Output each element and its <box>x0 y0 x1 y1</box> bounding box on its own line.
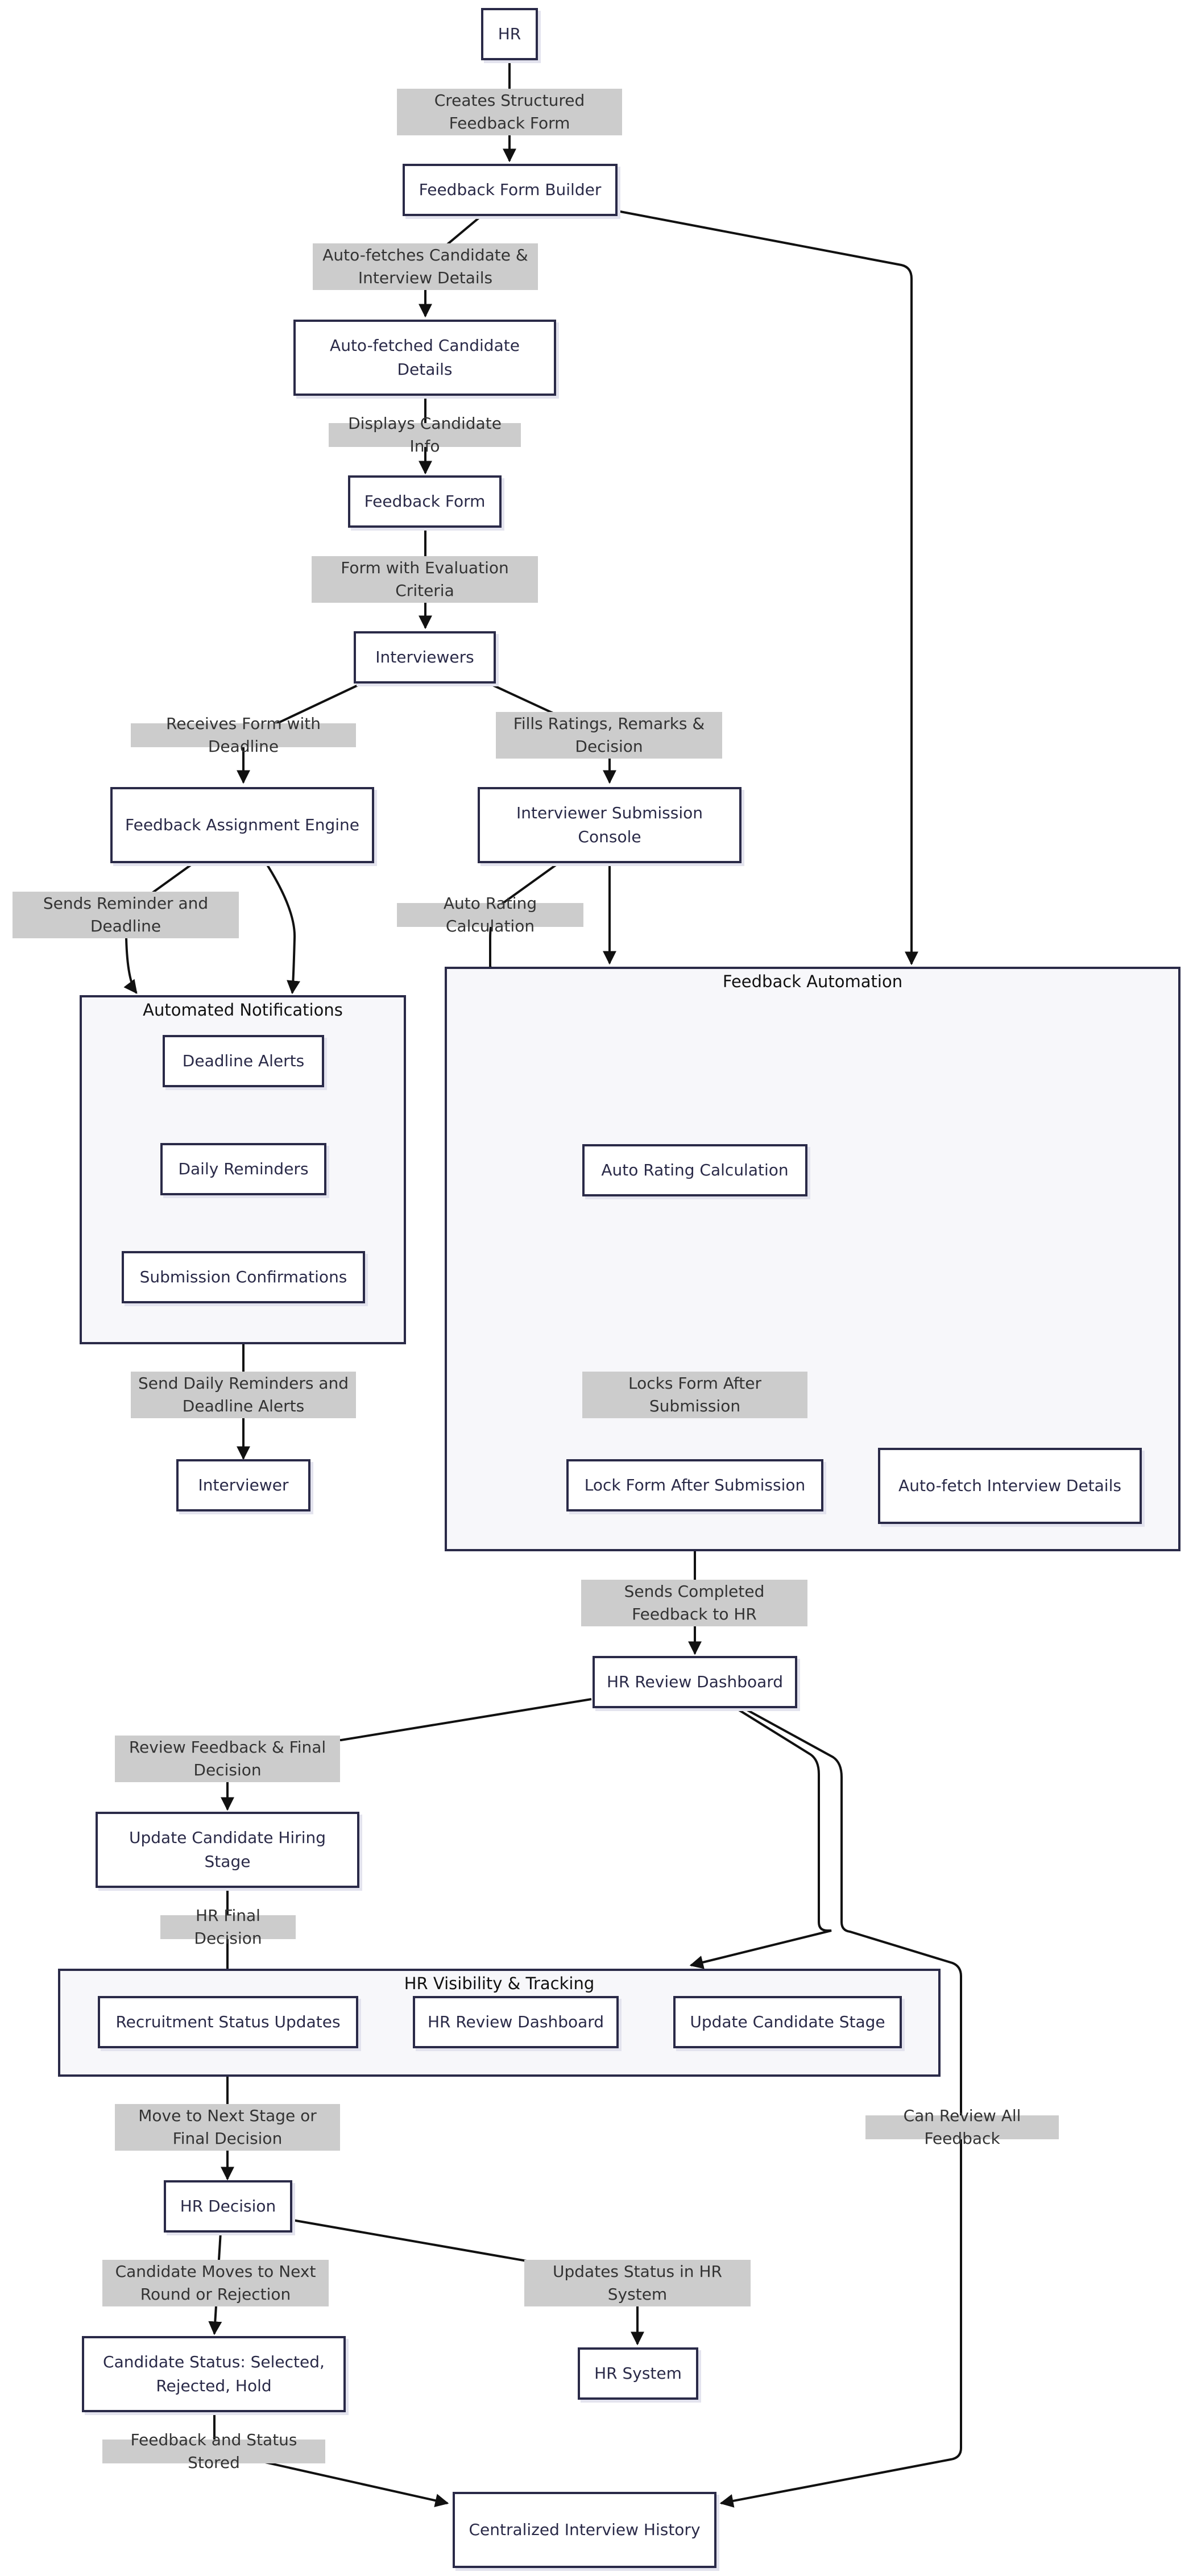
edge-assignment-engine-to-notifications-direct <box>265 862 300 995</box>
label-move-to-next-stage: Move to Next Stage or Final Decision <box>115 2104 340 2151</box>
feedback-form-builder-node[interactable]: Feedback Form Builder <box>403 164 618 216</box>
hr-system-node[interactable]: HR System <box>578 2347 698 2400</box>
hr-review-dashboard-node[interactable]: HR Review Dashboard <box>593 1656 797 1708</box>
edge-hr-review-to-visibility <box>689 1708 832 1969</box>
label-sends-reminder-and-deadline: Sends Reminder and Deadline <box>13 892 239 938</box>
update-candidate-stage-node[interactable]: Update Candidate Stage <box>673 1996 902 2048</box>
interviewer-submission-console-node[interactable]: Interviewer Submission Console <box>478 787 742 863</box>
label-send-daily-reminders: Send Daily Reminders and Deadline Alerts <box>131 1372 356 1418</box>
auto-rating-calculation-node[interactable]: Auto Rating Calculation <box>582 1144 807 1196</box>
update-candidate-hiring-stage-node[interactable]: Update Candidate Hiring Stage <box>96 1812 359 1888</box>
label-hr-final-decision: HR Final Decision <box>160 1906 296 1948</box>
edge-form-builder-to-automation <box>614 209 918 966</box>
label-creates-structured-feedback-form: Creates Structured Feedback Form <box>397 89 622 135</box>
automated-notifications-title: Automated Notifications <box>143 1000 343 1020</box>
hr-visibility-tracking-title: HR Visibility & Tracking <box>404 1974 595 1993</box>
candidate-status-node[interactable]: Candidate Status: Selected, Rejected, Ho… <box>82 2336 346 2412</box>
hr-decision-node[interactable]: HR Decision <box>164 2180 292 2233</box>
daily-reminders-node[interactable]: Daily Reminders <box>160 1143 326 1195</box>
auto-fetch-interview-details-node[interactable]: Auto-fetch Interview Details <box>878 1448 1142 1524</box>
label-review-feedback-final-decision: Review Feedback & Final Decision <box>115 1736 340 1782</box>
feedback-automation-title: Feedback Automation <box>722 972 903 991</box>
label-displays-candidate-info: Displays Candidate Info <box>329 414 521 455</box>
hr-node[interactable]: HR <box>481 8 538 60</box>
label-locks-form-after-submission: Locks Form After Submission <box>582 1372 807 1418</box>
label-fills-ratings: Fills Ratings, Remarks & Decision <box>496 712 722 759</box>
centralized-interview-history-node[interactable]: Centralized Interview History <box>453 2492 716 2568</box>
label-auto-rating-calculation: Auto Rating Calculation <box>397 894 583 935</box>
label-receives-form-with-deadline: Receives Form with Deadline <box>131 714 356 756</box>
label-auto-fetches-details: Auto-fetches Candidate & Interview Detai… <box>313 243 538 290</box>
label-feedback-and-status-stored: Feedback and Status Stored <box>102 2430 325 2472</box>
label-updates-status-in-hr-system: Updates Status in HR System <box>524 2260 751 2306</box>
recruitment-status-updates-node[interactable]: Recruitment Status Updates <box>98 1996 358 2048</box>
label-form-with-evaluation-criteria: Form with Evaluation Criteria <box>312 556 538 603</box>
feedback-form-node[interactable]: Feedback Form <box>348 475 502 528</box>
hr-review-dashboard-group-node[interactable]: HR Review Dashboard <box>413 1996 619 2048</box>
submission-confirmations-node[interactable]: Submission Confirmations <box>122 1251 365 1303</box>
interviewers-node[interactable]: Interviewers <box>354 631 496 684</box>
deadline-alerts-node[interactable]: Deadline Alerts <box>163 1035 324 1087</box>
label-candidate-moves: Candidate Moves to Next Round or Rejecti… <box>102 2260 329 2306</box>
label-sends-completed-feedback: Sends Completed Feedback to HR <box>581 1580 807 1626</box>
lock-form-after-submission-node[interactable]: Lock Form After Submission <box>566 1459 823 1511</box>
label-can-review-all-feedback: Can Review All Feedback <box>865 2106 1059 2148</box>
edge-hr-review-to-history <box>719 1708 962 2508</box>
feedback-assignment-engine-node[interactable]: Feedback Assignment Engine <box>110 787 374 863</box>
interviewer-node[interactable]: Interviewer <box>176 1459 310 1511</box>
auto-fetched-candidate-details-node[interactable]: Auto-fetched Candidate Details <box>293 320 556 396</box>
